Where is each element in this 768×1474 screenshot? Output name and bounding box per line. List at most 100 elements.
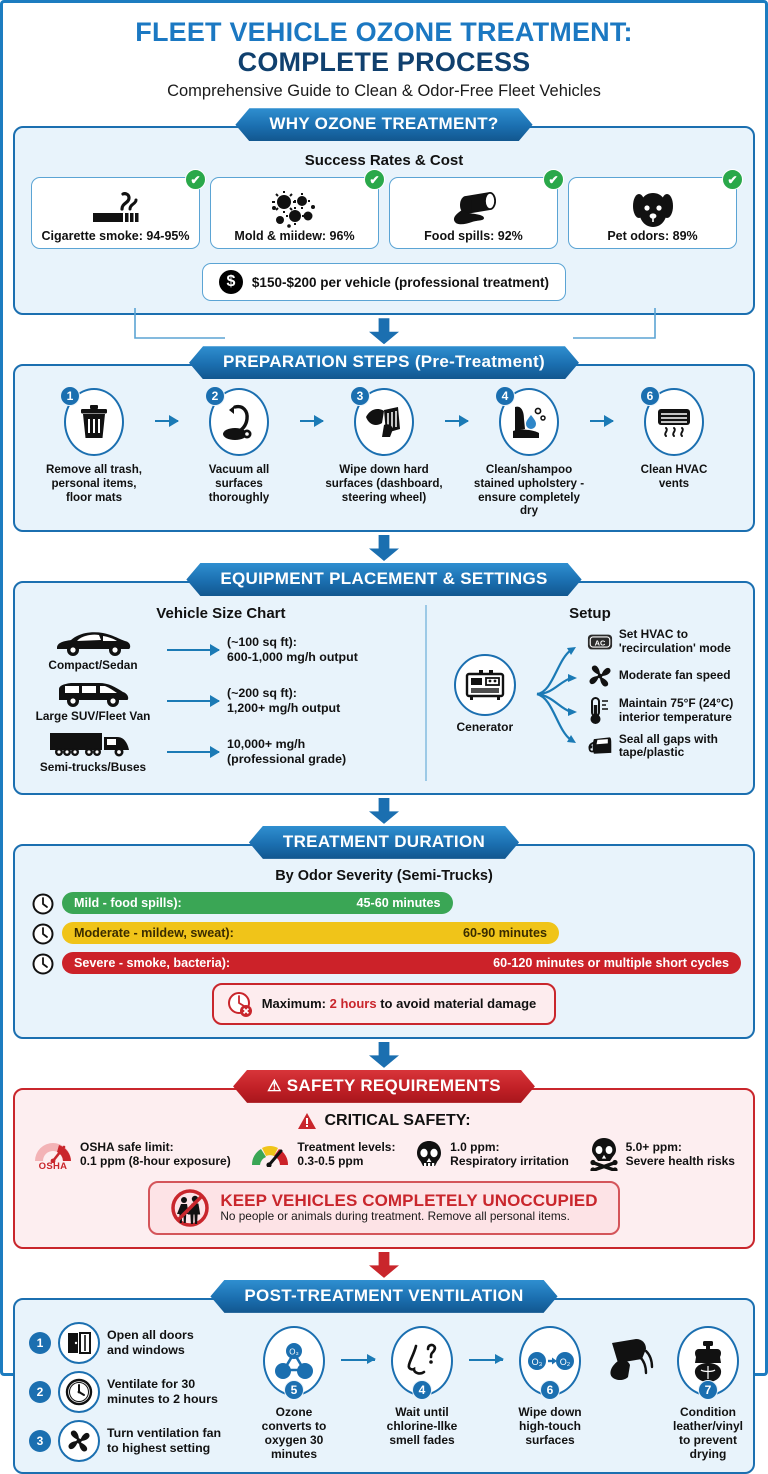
svg-text:O₃: O₃ [532,1357,543,1367]
safety-item[interactable]: 1.0 ppm: Respiratory irritation [415,1137,569,1172]
semi-truck-icon [47,730,139,760]
duration-section: By Odor Severity (Semi-Trucks) Mild - fo… [13,843,755,1039]
post-banner-row: POST-TREATMENT VENTILATION [13,1280,755,1313]
prep-step-text: Clean/shampoo stained upholstery - ensur… [473,463,585,518]
safety-section: CRITICAL SAFETY: OSHA OSHA safe limit: 0… [13,1087,755,1249]
safety-item-text: OSHA safe limit: 0.1 ppm (8-hour exposur… [80,1140,231,1169]
safety-item[interactable]: OSHA OSHA safe limit: 0.1 ppm (8-hour ex… [33,1137,231,1172]
arrow-down-icon [369,797,399,824]
success-card[interactable]: ✔ Food spills: 92% [389,169,564,250]
clock-icon [32,893,54,915]
setup-item[interactable]: Seal all gaps with tape/plastic [587,731,734,760]
post-step[interactable]: 7 Condition leather/vinyl to prevent dry… [661,1325,755,1461]
arrow-right-icon [469,1353,504,1364]
connector-arrow-1 [13,315,755,346]
cost-row: $ $150-$200 per vehicle (professional tr… [27,263,741,302]
equipment-columns: Vehicle Size Chart Compact [27,604,741,781]
post-banner: POST-TREATMENT VENTILATION [210,1280,557,1313]
connector-arrow-5 [13,1249,755,1280]
equipment-banner: EQUIPMENT PLACEMENT & SETTINGS [186,563,581,596]
vehicle-row[interactable]: Compact/Sedan (~100 sq ft): 600-1,000 mg… [27,628,415,672]
post-step[interactable]: O₃ O₂ 6 Wipe down high-touch surfaces [503,1325,597,1447]
success-card-label: Cigarette smoke: 94-95% [41,228,190,243]
duration-row[interactable]: Severe - smoke, bacteria): 60-120 minute… [27,951,741,975]
prep-step[interactable]: 3 Wipe down hard surfaces (dashboard, st… [323,386,445,504]
safety-item[interactable]: 5.0+ ppm: Severe health risks [589,1137,735,1172]
prep-step-text: Remove all trash, personal items, floor … [45,463,142,504]
post-step[interactable]: 4 Wait until chlorine-llke smell fades [375,1325,469,1447]
osha-label: OSHA [38,1160,68,1172]
duration-bar-label: Mild - food spills): [74,895,182,910]
vehicle-row[interactable]: Large SUV/Fleet Van (~200 sq ft): 1,200+… [27,679,415,723]
safety-item-text: Treatment levels: 0.3-0.5 ppm [297,1140,395,1169]
success-card[interactable]: ✔ Cigarette smoke: 94-95% [31,169,206,250]
gauge-icon [250,1141,290,1168]
safety-banner-label: SAFETY REQUIREMENTS [286,1075,501,1095]
prep-arrow-icon [155,415,179,428]
title-line-2: COMPLETE PROCESS [237,47,531,78]
prep-step-text: Vacuum all surfaces thoroughly [208,463,270,504]
success-card-label: Food spills: 92% [424,228,523,243]
setup-item-text: Seal all gaps with tape/plastic [618,731,718,760]
setup-item[interactable]: Maintain 75°F (24°C) interior temperatur… [587,696,733,725]
list-item[interactable]: 2 Ventilate for 30 minutes to 2 hours [29,1370,247,1413]
page-subtitle: Comprehensive Guide to Clean & Odor-Free… [167,82,601,101]
post-step-wipe-hand [597,1326,661,1405]
dollar-coin-icon: $ [218,270,243,295]
success-card[interactable]: ✔ Pet odors: 89% [568,169,743,250]
prep-step[interactable]: 2 Vacuum all surfaces thoroughly [178,386,300,504]
safety-banner: ⚠ SAFETY REQUIREMENTS [233,1070,535,1103]
setup-heading: Setup [569,604,611,622]
list-number: 3 [29,1429,51,1452]
vacuum-icon: 2 [205,386,269,457]
title-line-1: FLEET VEHICLE OZONE TREATMENT: [135,17,633,47]
vehicle-row[interactable]: Semi-trucks/Buses 10,000+ mg/h (professi… [27,730,415,774]
max-prefix: Maximum: [261,996,330,1012]
ozone-molecule-icon: O₃ 5 [263,1325,325,1400]
check-icon: ✔ [364,169,385,191]
prep-step[interactable]: 4 Clean/shampoo stained upholstery - ens… [468,386,590,518]
setup-item[interactable]: Moderate fan speed [587,663,734,689]
van-icon [51,679,135,709]
safety-line-2: Severe health risks [625,1154,735,1169]
check-icon: ✔ [185,169,206,191]
upholstery-shampoo-icon: 4 [495,386,559,457]
post-section: 1 Open all doors and windows 2 [13,1297,755,1474]
vehicle-spec: 10,000+ mg/h (professional grade) [227,737,347,766]
setup-item[interactable]: AC Set HVAC to 'recirculation' mode [587,627,734,655]
why-sub-head: Success Rates & Cost [304,152,464,170]
post-step-text: Wipe down high-touch surfaces [518,1404,582,1447]
equipment-banner-row: EQUIPMENT PLACEMENT & SETTINGS [13,563,755,596]
prep-arrow-icon [590,415,614,428]
unoccupied-headline: KEEP VEHICLES COMPLETELY UNOCCUPIED [220,1190,598,1210]
setup-fanout-arrows [536,647,577,744]
max-duration-pill[interactable]: Maximum: 2 hours to avoid material damag… [211,982,557,1025]
prep-step[interactable]: 6 Clean HVAC vents [613,386,735,490]
wipe-cloth-icon: 3 [350,386,414,457]
connector-arrow-3 [13,795,755,826]
post-step[interactable]: O₃ 5 Ozone converts to oxygen 30 minutes [247,1325,341,1461]
post-steps-row: O₃ 5 Ozone converts to oxygen 30 minutes [247,1322,755,1461]
unoccupied-banner[interactable]: KEEP VEHICLES COMPLETELY UNOCCUPIED No p… [148,1180,620,1235]
why-section: Success Rates & Cost ✔ Cigarette smoke: … [13,126,755,340]
prep-banner-row: PREPARATION STEPS (Pre-Treatment) [13,346,755,379]
max-duration-row: Maximum: 2 hours to avoid material damag… [27,982,741,1025]
prep-banner-light: (Pre-Treatment) [409,352,545,372]
duration-bar-label: Moderate - mildew, sweat): [74,925,234,940]
arrow-right-icon [167,643,220,656]
success-card[interactable]: ✔ [210,169,385,250]
prep-step[interactable]: 1 Remove all trash, personal items, floo… [33,386,155,504]
cost-pill[interactable]: $ $150-$200 per vehicle (professional tr… [201,263,567,302]
safety-item[interactable]: Treatment levels: 0.3-0.5 ppm [250,1137,395,1172]
cigarette-icon [89,190,143,230]
post-content-row: 1 Open all doors and windows 2 [27,1321,743,1462]
duration-row[interactable]: Moderate - mildew, sweat): 60-90 minutes [27,921,741,945]
list-item[interactable]: 3 Turn ventilation fan to hig [29,1419,247,1462]
setup-body: Cenerator [439,627,741,760]
generator-block[interactable]: Cenerator [439,654,531,734]
vehicle-left: Large SUV/Fleet Van [27,679,159,723]
list-item[interactable]: 1 Open all doors and windows [29,1321,247,1364]
food-spill-icon [446,190,502,230]
duration-row[interactable]: Mild - food spills): 45-60 minutes [27,891,741,915]
vehicle-name: Semi-trucks/Buses [39,759,147,774]
